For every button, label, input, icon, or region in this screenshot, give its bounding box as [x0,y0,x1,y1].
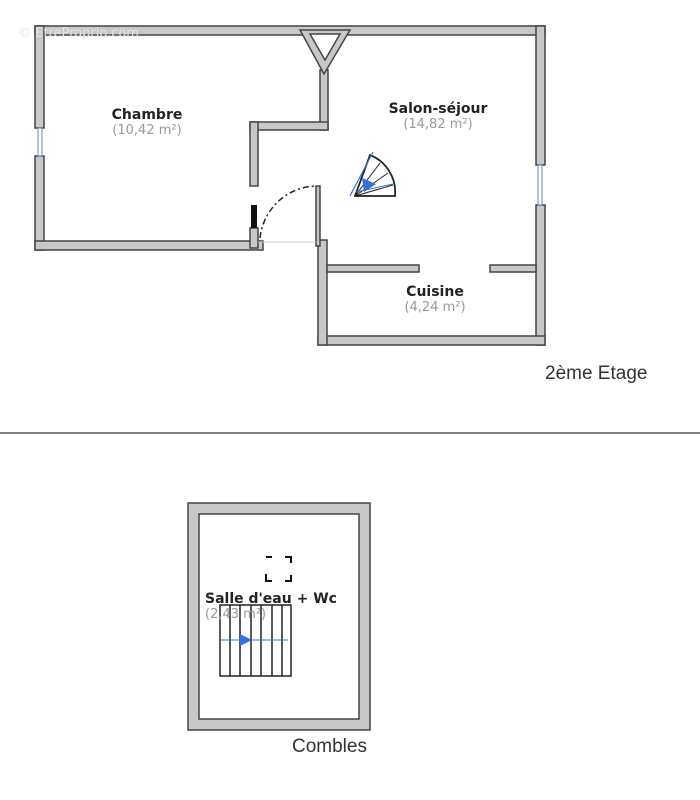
wall-interior-chambre-low [249,227,259,249]
room-chambre: Chambre (10,42 m²) [112,107,183,138]
window-icon [37,127,43,157]
watermark: © EtreProprio.com [18,26,139,41]
walls-2eme-etage [34,25,546,346]
wall-left-lower [34,155,45,251]
wall-interior-chambre [249,121,259,187]
wall-cuisine-bottom [317,335,546,346]
room-salon-sejour: Salon-séjour (14,82 m²) [389,101,488,132]
window-icon [537,164,543,206]
room-area: (10,42 m²) [112,123,182,138]
room-cuisine: Cuisine (4,24 m²) [404,284,465,315]
door-frame [251,205,257,228]
wall-interior-horizontal [249,121,329,131]
door-jamb [315,185,321,247]
wall-right-upper [535,25,546,166]
room-name: Cuisine [406,284,464,300]
floor-label-2eme-etage: 2ème Etage [545,363,648,384]
dashed-square-icon [265,556,292,582]
room-area: (14,82 m²) [403,117,473,132]
room-area: (4,24 m²) [404,300,466,315]
wall-cuisine-top-right [489,264,537,273]
walls-combles [187,502,371,731]
wall-interior-vertical [319,69,329,131]
wall-chambre-bottom [34,240,264,251]
room-area: (2,43 m²) [205,607,267,622]
spiral-stair-icon [349,151,397,197]
wall-left-upper [34,25,45,129]
wall-cuisine-left [317,239,328,346]
wall-right-lower [535,204,546,346]
room-name: Chambre [111,107,183,123]
straight-stair-icon [219,604,292,677]
room-name: Salon-séjour [388,101,488,117]
door-swing-icon [259,185,317,239]
wall-cuisine-top-left [326,264,420,273]
room-name: Salle d'eau + Wc [205,591,337,607]
room-salle-d-eau: Salle d'eau + Wc (2,43 m²) [205,591,337,622]
floor-label-combles: Combles [292,736,367,757]
